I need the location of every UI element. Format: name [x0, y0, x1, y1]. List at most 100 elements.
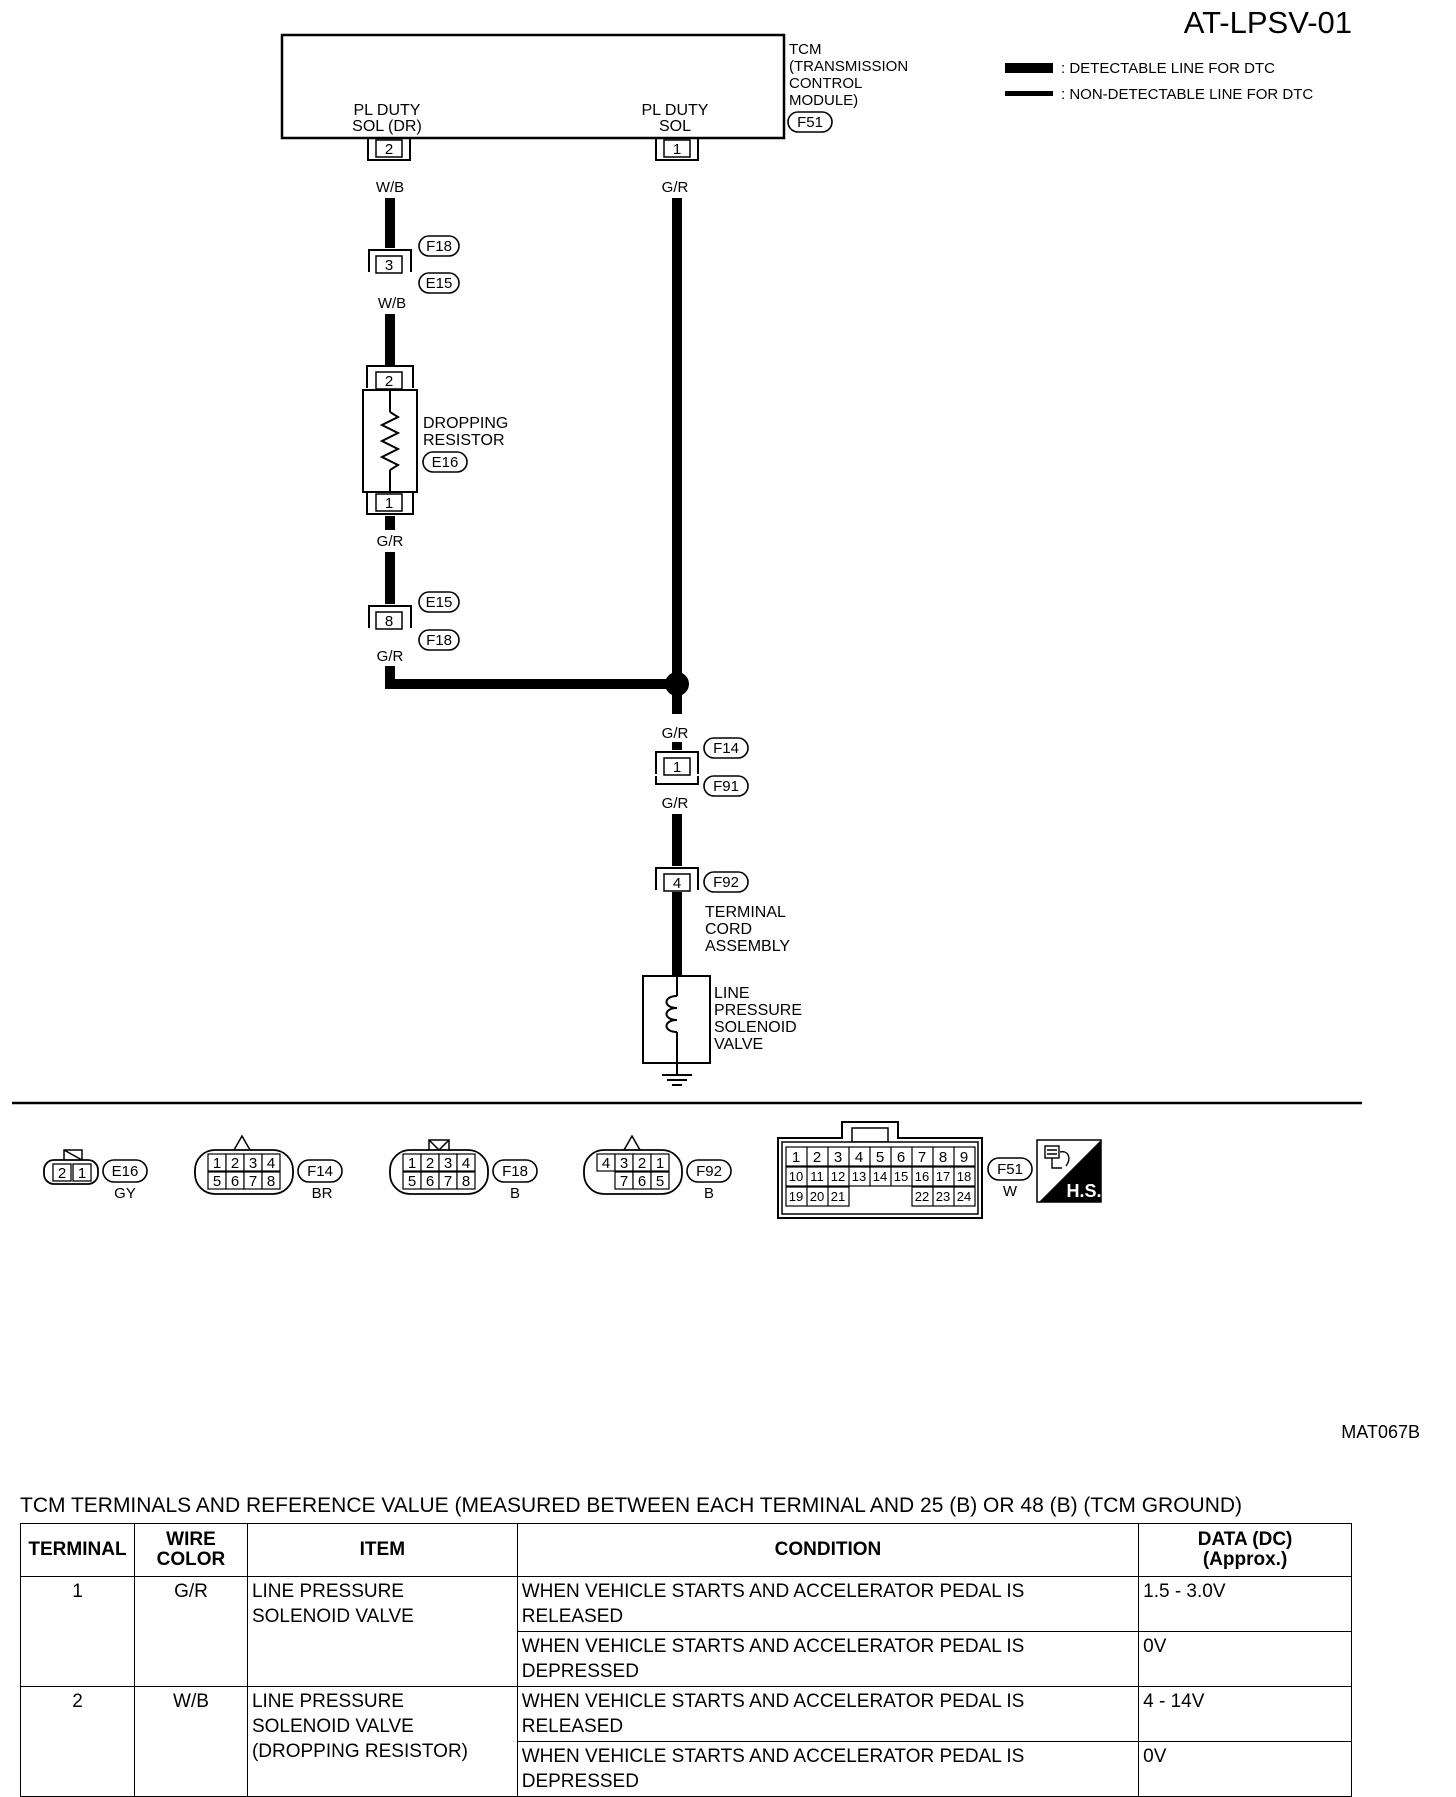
pin-number: 10	[789, 1169, 803, 1184]
cell-condition: WHEN VEHICLE STARTS AND ACCELERATOR PEDA…	[516, 1686, 1140, 1742]
pin-number: 16	[915, 1169, 929, 1184]
pin-label-pl-duty-sol-dr: SOL (DR)	[352, 118, 422, 135]
terminal-cord-label: TERMINAL	[705, 904, 786, 921]
wire-segment	[385, 666, 676, 689]
connector-tag-f18	[418, 235, 460, 257]
terminal-box	[663, 139, 691, 158]
cell-terminal: 1	[20, 1576, 135, 1687]
left-branch: W/B 3 F18 E15 W/B 2 1 DROPPING RESISTOR …	[362, 179, 676, 689]
pin-number: 1	[792, 1149, 800, 1166]
wire-color-label: G/R	[662, 725, 689, 742]
solenoid-label: VALVE	[714, 1036, 763, 1053]
pin-number: 15	[894, 1169, 908, 1184]
cell-wire-color: W/B	[133, 1686, 248, 1797]
connector-id: F51	[997, 1161, 1023, 1178]
pin-number: 6	[231, 1173, 239, 1190]
connector-color: B	[704, 1185, 714, 1202]
connector-tag-label: E16	[432, 454, 459, 471]
pin-number: 12	[831, 1169, 845, 1184]
pin-numbers-row3: 19 20 21 22 23 24	[789, 1189, 971, 1204]
connector-color: B	[510, 1185, 520, 1202]
pin-number: 18	[957, 1169, 971, 1184]
pin-number: 14	[873, 1169, 887, 1184]
pin-grid	[207, 1153, 281, 1190]
legend-non-detectable-swatch	[1005, 91, 1053, 96]
wire-color-label: G/R	[662, 179, 689, 196]
pin-number: 3	[620, 1155, 628, 1172]
pin-numbers-row2: 10 11 12 13 14 15 16 17 18	[789, 1169, 971, 1184]
connector-tag-e16	[422, 451, 468, 473]
tcm-label: MODULE)	[789, 92, 858, 109]
pin-number: 5	[408, 1173, 416, 1190]
connector-id: E16	[112, 1163, 139, 1180]
page-id: AT-LPSV-01	[1184, 5, 1352, 40]
pin-number: 1	[408, 1155, 416, 1172]
pin-label-pl-duty-sol: PL DUTY	[642, 102, 709, 119]
connector-tag-label: E15	[426, 275, 453, 292]
terminal-box	[663, 757, 691, 776]
terminal-bracket	[655, 776, 699, 785]
pin-number: 11	[810, 1169, 824, 1184]
wire-color-label: G/R	[377, 648, 404, 665]
terminal-bracket	[367, 138, 411, 161]
terminal-box	[375, 493, 403, 512]
connector-color: GY	[114, 1185, 136, 1202]
connector-tag-f14	[703, 737, 749, 759]
pin-number: 6	[897, 1149, 905, 1166]
pin-number: 17	[936, 1169, 950, 1184]
solenoid-label: PRESSURE	[714, 1002, 802, 1019]
connector-tag-label: F18	[426, 238, 452, 255]
table-header-row: TERMINAL WIRE COLOR ITEM CONDITION DATA …	[20, 1523, 1352, 1577]
connector-tag-label: F14	[713, 740, 739, 757]
pin-number: 1	[213, 1155, 221, 1172]
connector-view-f51: 1 2 3 4 5 6 7 8 9 10 11 12 13 14 15 16 1…	[777, 1121, 1033, 1219]
terminal-cord-label: CORD	[705, 921, 752, 938]
legend: : DETECTABLE LINE FOR DTC : NON-DETECTAB…	[1005, 60, 1313, 103]
connector-color: W	[1003, 1183, 1018, 1200]
cell-data: 1.5 - 3.0V	[1138, 1576, 1352, 1632]
terminal-bracket	[366, 365, 414, 388]
terminal-bracket	[655, 751, 699, 774]
pin-number: 8	[939, 1149, 947, 1166]
terminal-bracket	[655, 138, 699, 161]
pin-number: 4	[673, 875, 681, 892]
pin-number: 23	[936, 1189, 950, 1204]
connector-tag-e15	[418, 272, 460, 294]
lock-tab-icon	[623, 1134, 641, 1151]
pin-number: 8	[385, 613, 393, 630]
pin-number: 4	[462, 1155, 470, 1172]
connector-tag-label: E15	[426, 594, 453, 611]
connector-tag-f18	[418, 629, 460, 651]
connector-view-f92: 4 3 2 1 7 6 5 F92 B	[583, 1134, 732, 1202]
pin-number: 1	[78, 1165, 86, 1182]
connector-tag-label: F92	[713, 874, 739, 891]
connector-view-e16: 2 1 E16 GY	[43, 1149, 148, 1202]
terminal-box	[663, 873, 691, 892]
table-row: WHEN VEHICLE STARTS AND ACCELERATOR PEDA…	[21, 1631, 1352, 1687]
pin-number: 22	[915, 1189, 929, 1204]
connector-tag-f51	[787, 111, 833, 133]
cell-data: 4 - 14V	[1138, 1686, 1352, 1742]
wire-color-label: G/R	[377, 533, 404, 550]
pin-label-pl-duty-sol-dr: PL DUTY	[354, 102, 421, 119]
pin-number: 21	[831, 1189, 845, 1204]
pin-number: 3	[444, 1155, 452, 1172]
pin-number: 3	[385, 257, 393, 274]
tcm-label: TCM	[789, 41, 822, 58]
pin-number: 1	[385, 495, 393, 512]
cell-item: LINE PRESSURE SOLENOID VALVE (DROPPING R…	[246, 1686, 518, 1797]
lock-tab-icon	[233, 1134, 251, 1151]
cell-terminal: 2	[20, 1686, 135, 1797]
column-header-condition: CONDITION	[516, 1523, 1140, 1577]
table-caption: TCM TERMINALS AND REFERENCE VALUE (MEASU…	[20, 1494, 1243, 1517]
pin-number: 5	[656, 1173, 664, 1190]
pin-grid	[402, 1153, 476, 1190]
table-row: 1 G/R LINE PRESSURE SOLENOID VALVE WHEN …	[20, 1576, 1352, 1687]
tcm-label: CONTROL	[789, 75, 862, 92]
terminal-bracket	[366, 492, 414, 515]
terminal-bracket	[368, 249, 412, 272]
pin-number: 2	[385, 373, 393, 390]
tcm-reference-table: TERMINAL WIRE COLOR ITEM CONDITION DATA …	[20, 1523, 1352, 1797]
terminal-cord-label: ASSEMBLY	[705, 938, 790, 955]
ground-icon	[662, 1074, 692, 1086]
